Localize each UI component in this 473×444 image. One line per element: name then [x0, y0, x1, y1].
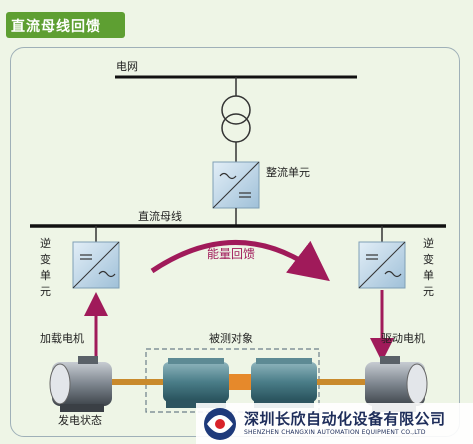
loading-motor-label: 加载电机: [40, 332, 84, 345]
title-bar: 直流母线回馈: [6, 12, 125, 38]
dc-bus-label: 直流母线: [138, 210, 182, 223]
inverter-right-icon: [358, 241, 406, 289]
company-name-en: SHENZHEN CHANGXIN AUTOMATION EQUIPMENT C…: [244, 429, 426, 436]
diagram-title: 直流母线回馈: [11, 19, 101, 35]
generator-state-label: 发电状态: [58, 414, 102, 427]
test-machine-right: [251, 358, 317, 408]
inverter-left-icon: [72, 241, 120, 289]
company-name: 深圳长欣自动化设备有限公司: [244, 410, 446, 428]
motor-icon: [49, 356, 112, 412]
rectifier-icon: [212, 161, 260, 209]
test-object-label: 被测对象: [209, 332, 253, 345]
inverter-left-label: 逆变单元: [40, 237, 51, 298]
rectifier-label: 整流单元: [266, 166, 310, 179]
drive-motor-label: 驱动电机: [381, 332, 425, 345]
energy-feedback-arrow: [150, 240, 330, 282]
energy-feedback-label: 能量回馈: [207, 247, 256, 261]
coupling: [229, 374, 251, 390]
transformer-icon: [221, 95, 251, 143]
inverter-right-label: 逆变单元: [423, 237, 434, 298]
test-machine-left: [163, 358, 229, 408]
company-logo-icon: [196, 403, 473, 444]
grid-label: 电网: [116, 60, 138, 73]
